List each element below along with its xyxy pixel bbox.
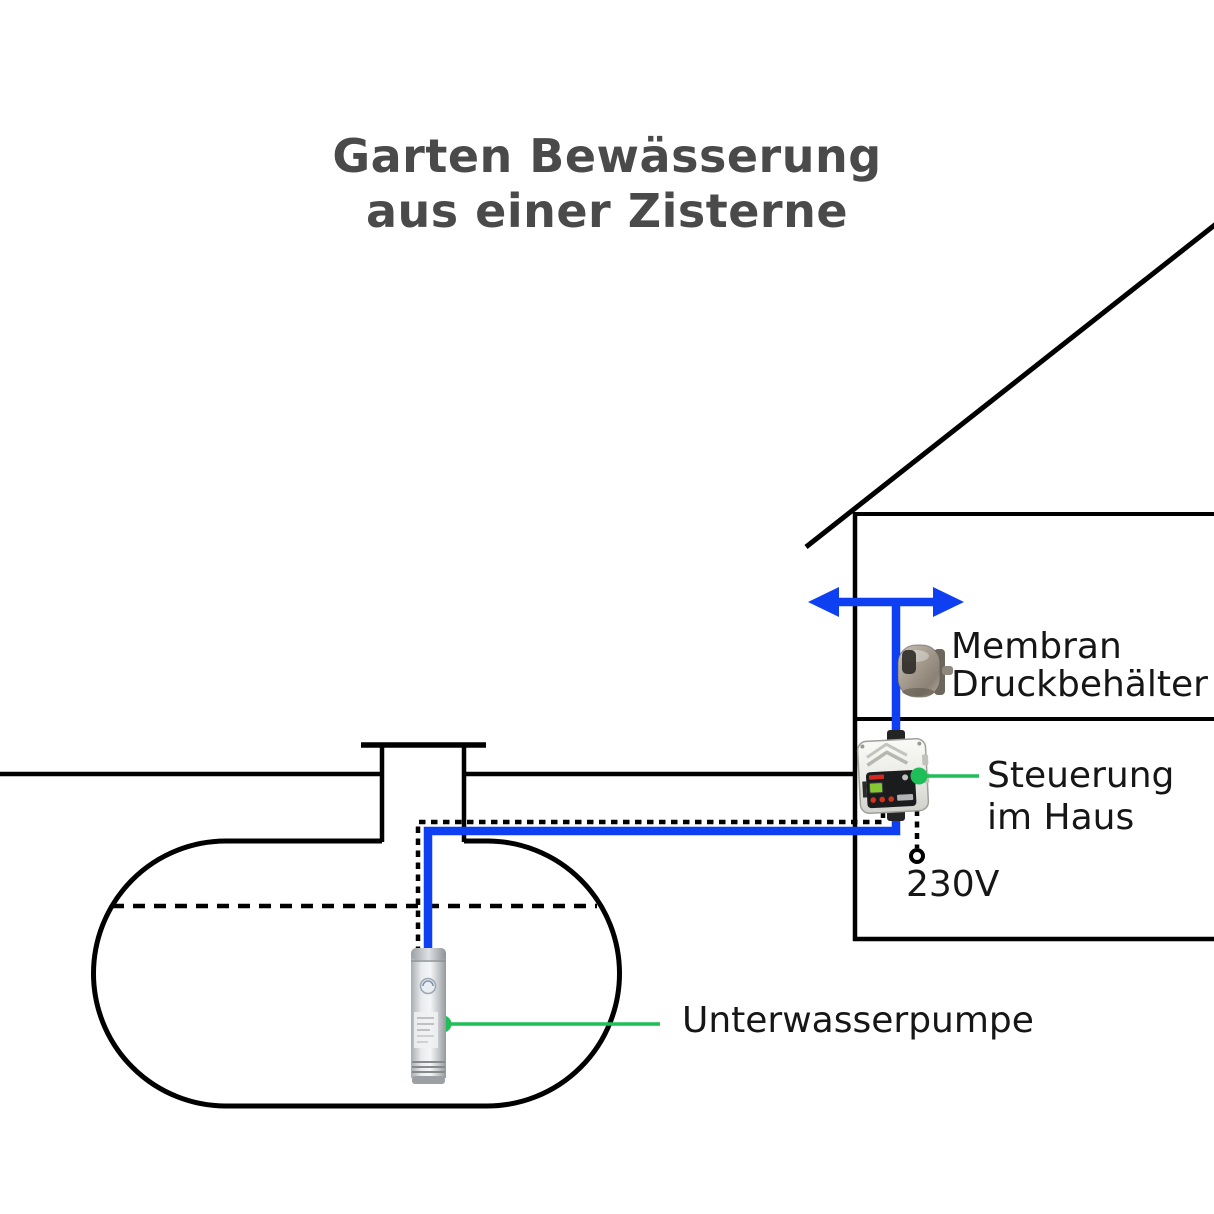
arrow-right-icon [933, 587, 964, 617]
arrow-left-icon [808, 587, 839, 617]
diagram-title: Garten Bewässerung aus einer Zisterne [0, 129, 1214, 239]
controller-label-line-1: Steuerung [987, 755, 1175, 796]
title-line-1: Garten Bewässerung [332, 129, 882, 183]
membrane-tank-image [897, 644, 953, 698]
pump-label: Unterwasserpumpe [682, 1000, 1034, 1041]
house-outline [804, 222, 1214, 942]
house-roof-line [804, 222, 1214, 549]
title-line-2: aus einer Zisterne [365, 184, 849, 238]
cable-dashed-run [415, 804, 886, 953]
cistern-tank-shape [91, 838, 622, 1109]
membrane-tank-label-line-2: Druckbehälter [951, 664, 1208, 705]
voltage-label: 230V [906, 864, 1000, 905]
submersible-pump-image [411, 948, 446, 1084]
pipe-run [423, 602, 901, 953]
cistern-outline [91, 742, 622, 1109]
membrane-tank-label: Membran Druckbehälter [951, 628, 1208, 704]
pump-controller-image [856, 737, 930, 815]
controller-callout-dot [910, 767, 928, 785]
membrane-tank-label-line-1: Membran [951, 626, 1122, 667]
pipe-flow-arrows [808, 587, 964, 617]
controller-label: Steuerung im Haus [987, 755, 1174, 839]
water-pipe [423, 597, 940, 953]
pump-power-cable [415, 804, 925, 953]
power-plug-icon [909, 848, 925, 864]
controller-label-line-2: im Haus [987, 797, 1135, 838]
